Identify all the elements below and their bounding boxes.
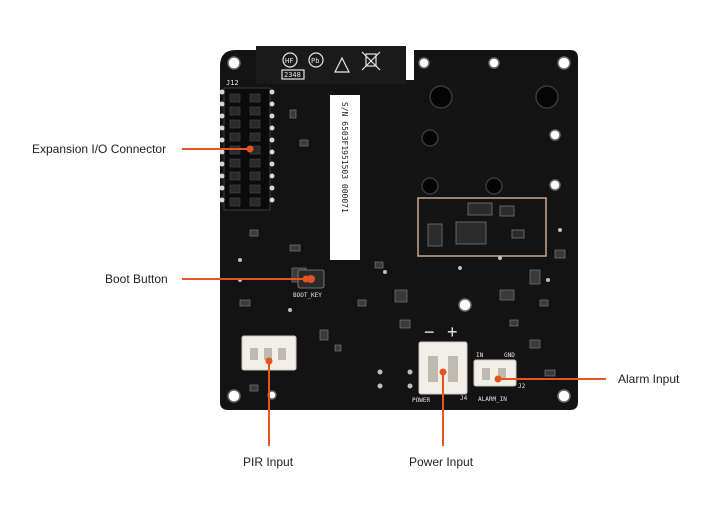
power-module-outline (417, 197, 547, 257)
gnd-label: GND (504, 352, 515, 359)
callout-lines (182, 145, 606, 446)
j2-label: J2 (518, 383, 526, 390)
alarm-input-label: Alarm Input (618, 372, 680, 386)
alarm-connector (473, 359, 517, 387)
cert-pb-text: Pb (311, 57, 319, 65)
power-plus: + (447, 322, 458, 342)
pir-input-label: PIR Input (243, 455, 294, 469)
header-pads (219, 89, 275, 203)
mounting-holes (227, 56, 571, 403)
boot-button-label: Boot Button (105, 272, 168, 286)
cert-marks (281, 51, 381, 80)
boot-button-cap (307, 275, 315, 283)
power-minus: − (424, 322, 435, 342)
serial-number: S/N 6503F1951503 000071 (340, 102, 349, 213)
boot-key-label: BOOT_KEY (293, 292, 322, 299)
j4-label: J4 (460, 395, 468, 402)
header-pins (229, 93, 261, 207)
header-label: J12 (226, 79, 239, 87)
date-code-text: 2348 (284, 71, 301, 79)
cert-hf-text: HF (285, 57, 293, 65)
in-label: IN (476, 352, 484, 359)
expansion-io-connector-label: Expansion I/O Connector (32, 142, 167, 156)
pir-connector-slots (250, 348, 286, 360)
alarm-in-label: ALARM_IN (478, 396, 507, 403)
cert-area (256, 46, 406, 84)
power-module-parts (427, 202, 525, 247)
large-holes (421, 85, 559, 195)
power-input-label: Power Input (409, 455, 474, 469)
power-label: POWER (412, 397, 430, 404)
pcb-board (220, 50, 578, 410)
serial-sticker (330, 95, 360, 260)
power-connector-slots (428, 356, 458, 382)
alarm-connector-slots (482, 368, 506, 380)
